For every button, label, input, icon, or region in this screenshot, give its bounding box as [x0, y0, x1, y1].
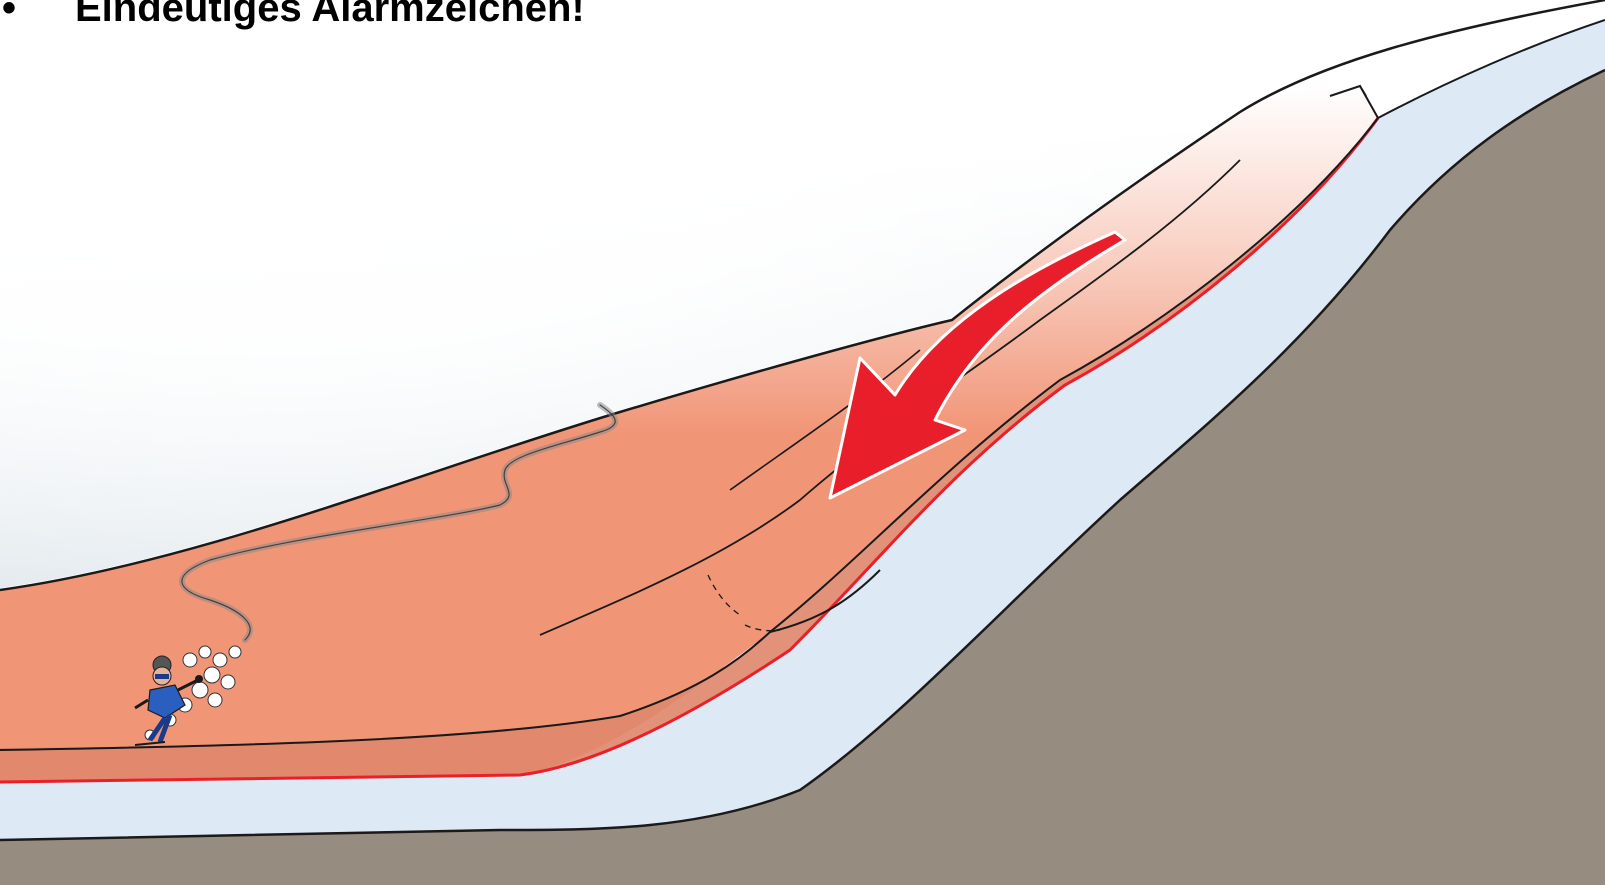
heading-text: Eindeutiges Alarmzeichen!: [75, 0, 585, 33]
slide-heading: • Eindeutiges Alarmzeichen!: [0, 0, 585, 33]
bullet-point: •: [0, 0, 75, 33]
